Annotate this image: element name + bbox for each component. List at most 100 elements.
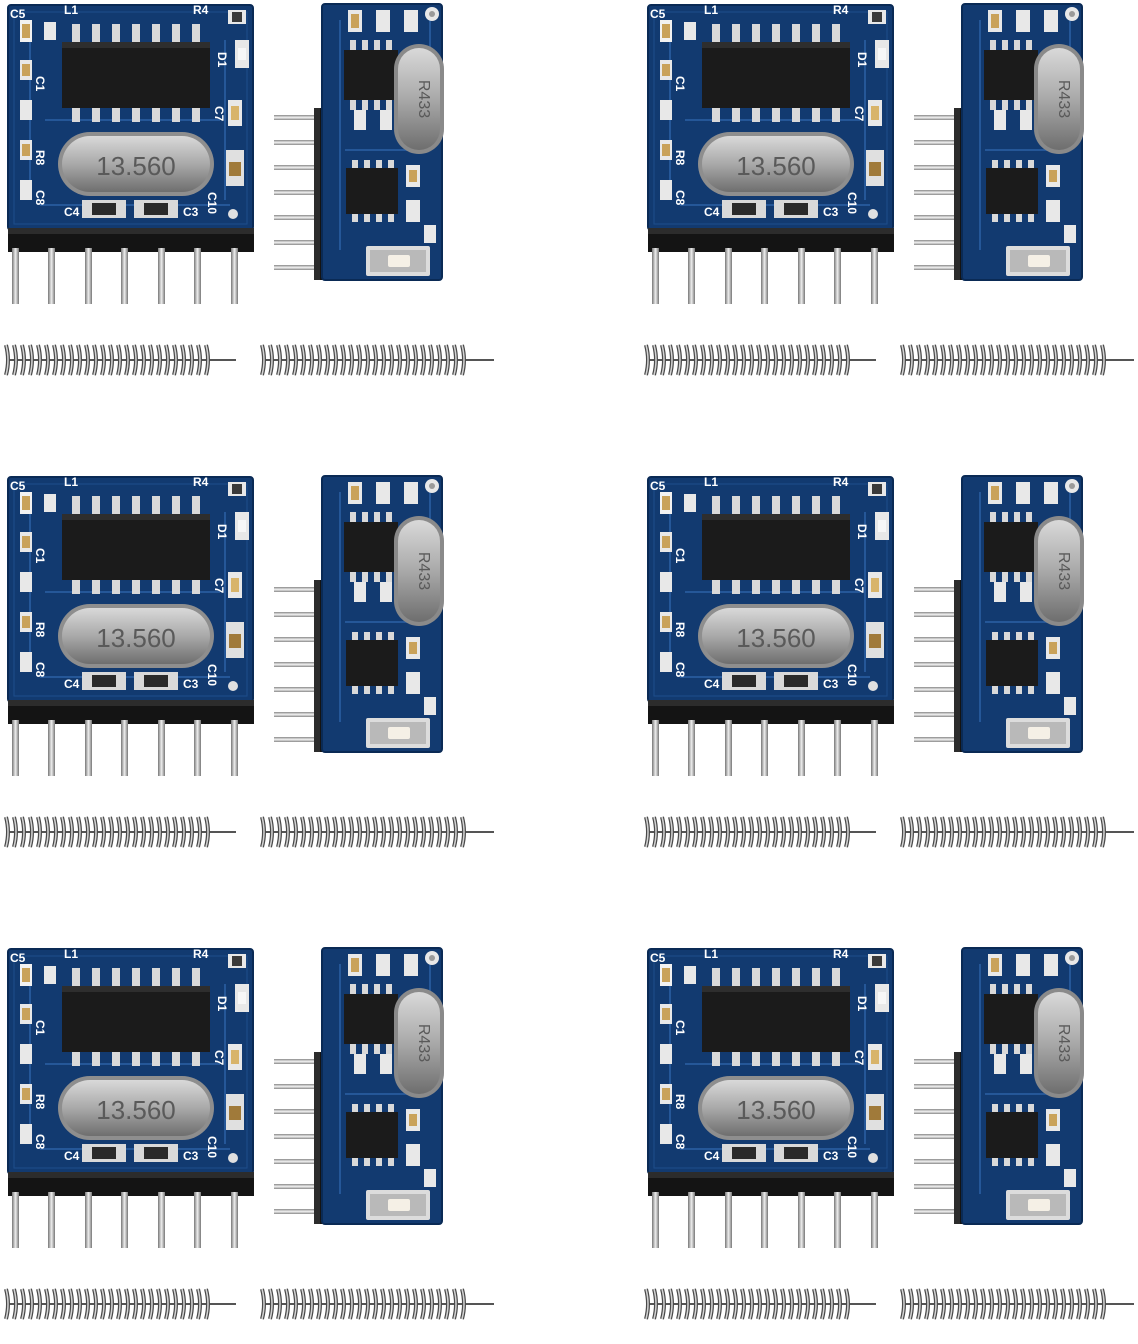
crystal-label: R433: [415, 1024, 432, 1062]
silk-l1: L1: [64, 475, 78, 489]
crystal-label: 13.560: [96, 623, 176, 653]
transmitter-module: R433: [914, 947, 1084, 1225]
silk-l1: L1: [64, 947, 78, 961]
silk-c1: C1: [673, 76, 687, 92]
crystal-label: 13.560: [96, 151, 176, 181]
crystal-label: R433: [415, 552, 432, 590]
tactile-button: [1006, 246, 1070, 276]
crystal-label: 13.560: [736, 1095, 816, 1125]
spring-antenna-right: [260, 1288, 494, 1320]
silk-c4: C4: [704, 205, 720, 219]
silk-r8: R8: [673, 622, 687, 638]
kit-graphic: 13.560: [644, 3, 1134, 376]
receiver-smd-components: [660, 954, 889, 1163]
spring-antenna-left: [644, 1288, 876, 1320]
silk-d1: D1: [855, 52, 869, 68]
silk-r4: R4: [193, 3, 209, 17]
silk-c5: C5: [10, 7, 26, 21]
receiver-module: 13.560: [647, 3, 894, 304]
silk-c4: C4: [64, 1149, 80, 1163]
receiver-pin-header: [648, 1172, 894, 1248]
transmitter-module: R433: [914, 3, 1084, 281]
spring-antenna-left: [644, 344, 876, 376]
receiver-smd-components: [20, 482, 249, 691]
crystal-label: R433: [1055, 552, 1072, 590]
silk-l1: L1: [704, 947, 718, 961]
receiver-ic-chip: [62, 496, 210, 594]
silk-d1: D1: [215, 52, 229, 68]
silk-d1: D1: [215, 996, 229, 1012]
kit-graphic: 13.560: [4, 3, 494, 376]
silk-c5: C5: [650, 951, 666, 965]
transmitter-module: R433: [914, 475, 1084, 753]
silk-r4: R4: [833, 475, 849, 489]
transmitter-ic-upper: [984, 984, 1038, 1054]
receiver-crystal: 13.560: [58, 1076, 214, 1140]
transmitter-crystal: R433: [1034, 44, 1084, 154]
spring-antenna-right: [900, 344, 1134, 376]
receiver-crystal: 13.560: [698, 1076, 854, 1140]
kit-graphic: 13.560: [4, 947, 494, 1320]
silk-l1: L1: [704, 475, 718, 489]
silk-l1: L1: [704, 3, 718, 17]
transmitter-smd-components: [988, 479, 1079, 715]
receiver-ic-chip: [702, 24, 850, 122]
transmitter-crystal: R433: [394, 44, 444, 154]
transmitter-smd-components: [348, 951, 439, 1187]
silk-c10: C10: [205, 664, 219, 686]
receiver-ic-chip: [702, 496, 850, 594]
receiver-ic-chip: [62, 968, 210, 1066]
silk-c8: C8: [673, 662, 687, 678]
receiver-ic-chip: [62, 24, 210, 122]
crystal-label: 13.560: [96, 1095, 176, 1125]
receiver-pin-header: [648, 228, 894, 304]
transmitter-ic-lower: [986, 160, 1038, 222]
module-kit-4: 13.560: [640, 472, 1138, 872]
tactile-button: [366, 246, 430, 276]
transmitter-smd-components: [348, 7, 439, 243]
receiver-pin-header: [648, 700, 894, 776]
receiver-smd-components: [20, 954, 249, 1163]
spring-antenna-right: [260, 344, 494, 376]
silk-c7: C7: [852, 1050, 866, 1066]
receiver-pin-header: [8, 228, 254, 304]
spring-antenna-right: [900, 1288, 1134, 1320]
silk-c5: C5: [650, 7, 666, 21]
silk-c8: C8: [33, 190, 47, 206]
kit-graphic: 13.560: [644, 475, 1134, 848]
transmitter-crystal: R433: [394, 516, 444, 626]
silk-c8: C8: [673, 1134, 687, 1150]
transmitter-smd-components: [348, 479, 439, 715]
crystal-label: R433: [415, 80, 432, 118]
transmitter-smd-components: [988, 7, 1079, 243]
silk-c8: C8: [33, 662, 47, 678]
transmitter-ic-lower: [346, 1104, 398, 1166]
transmitter-ic-upper: [984, 40, 1038, 110]
silk-l1: L1: [64, 3, 78, 17]
crystal-label: 13.560: [736, 151, 816, 181]
transmitter-ic-upper: [344, 40, 398, 110]
tactile-button: [366, 1190, 430, 1220]
receiver-module: 13.560: [7, 475, 254, 776]
module-kit-2: 13.560: [640, 0, 1138, 400]
tactile-button: [1006, 1190, 1070, 1220]
receiver-silkscreen: C5 L1 R4 D1 C7 C10 C3 C4 C1 R8 C8: [650, 3, 869, 219]
transmitter-ic-upper: [984, 512, 1038, 582]
silk-c7: C7: [212, 1050, 226, 1066]
transmitter-smd-components: [988, 951, 1079, 1187]
transmitter-ic-lower: [986, 632, 1038, 694]
crystal-label: R433: [1055, 1024, 1072, 1062]
spring-antenna-left: [644, 816, 876, 848]
silk-r8: R8: [33, 150, 47, 166]
kit-graphic: 13.560: [4, 475, 494, 848]
transmitter-ic-upper: [344, 984, 398, 1054]
transmitter-crystal: R433: [1034, 516, 1084, 626]
transmitter-ic-lower: [346, 632, 398, 694]
module-kit-3: 13.560: [0, 472, 500, 872]
receiver-smd-components: [660, 10, 889, 219]
silk-r4: R4: [193, 947, 209, 961]
transmitter-crystal: R433: [1034, 988, 1084, 1098]
receiver-silkscreen: C5 L1 R4 D1 C7 C10 C3 C4 C1 R8 C8: [10, 947, 229, 1163]
receiver-smd-components: [660, 482, 889, 691]
receiver-silkscreen: C5 L1 R4 D1 C7 C10 C3 C4 C1 R8 C8: [10, 475, 229, 691]
